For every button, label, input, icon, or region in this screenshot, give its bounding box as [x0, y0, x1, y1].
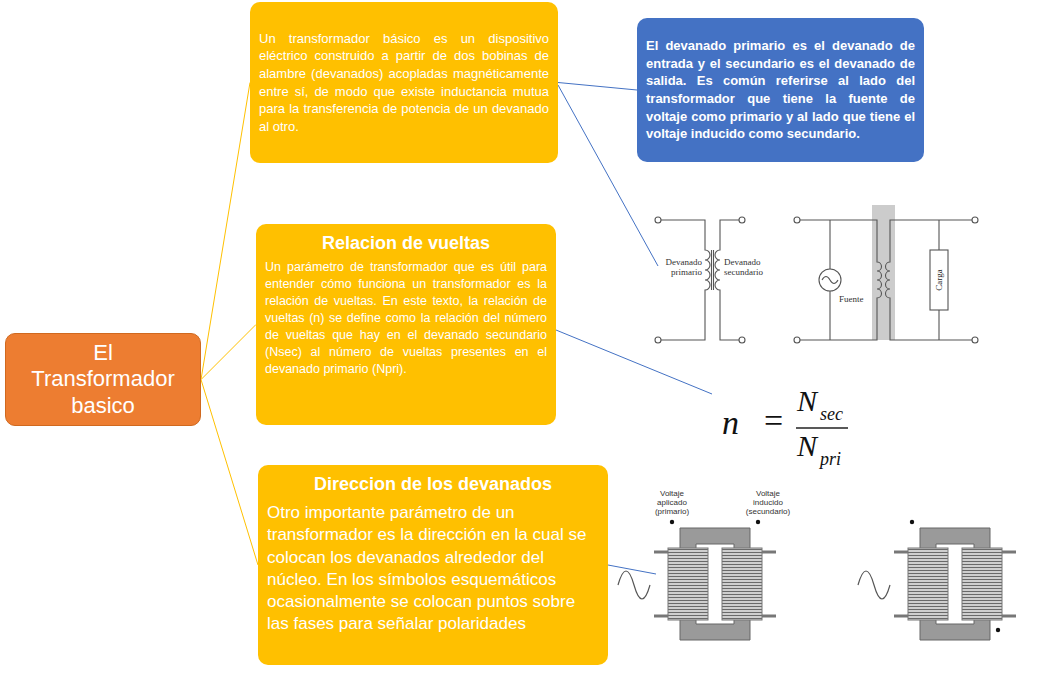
formula-subscript: sec — [820, 405, 843, 423]
root-title: El Transformador basico — [28, 340, 178, 419]
definition-box: Un transformador básico es un dispositiv… — [250, 2, 558, 163]
load-label: Carga — [935, 269, 944, 290]
core-band — [872, 205, 895, 340]
formula-term: N — [797, 431, 817, 461]
core-figure — [858, 528, 1016, 640]
load-symbol — [930, 250, 948, 310]
body-text: Otro importante parámetro de un transfor… — [267, 502, 599, 635]
transformer-circuit — [794, 205, 978, 343]
formula-term: N — [797, 386, 817, 416]
box-heading: Relacion de vueltas — [265, 232, 547, 255]
body-text: El devanado primario es el devanado de e… — [646, 37, 915, 142]
connector-line — [201, 380, 258, 565]
transformer-symbol — [655, 217, 745, 343]
winding-label: Devanado secundario — [724, 257, 770, 278]
note-box: El devanado primario es el devanado de e… — [637, 18, 924, 162]
formula-subscript: pri — [820, 450, 841, 468]
voltage-label: Voltaje inducido (secundario) — [740, 490, 796, 516]
formula-term: = — [764, 404, 783, 438]
formula-term: n — [722, 406, 739, 440]
voltage-label: Voltaje aplicado (primario) — [648, 490, 696, 516]
connector-line — [201, 83, 250, 380]
body-text: Un transformador básico es un dispositiv… — [259, 30, 549, 135]
core-figure — [618, 528, 776, 640]
polarity-dots — [670, 520, 1000, 632]
root-topic-box: El Transformador basico — [5, 333, 201, 426]
body-text: Un parámetro de transformador que es úti… — [265, 259, 547, 377]
winding-label: Devanado primario — [660, 257, 702, 278]
connector-line — [201, 325, 256, 380]
source-label: Fuente — [839, 295, 864, 304]
topic-box: Direccion de los devanadosOtro important… — [258, 465, 608, 665]
box-heading: Direccion de los devanados — [267, 473, 599, 496]
fraction-bar — [796, 427, 848, 429]
connector-line — [558, 83, 637, 91]
topic-box: Relacion de vueltas Un parámetro de trans… — [256, 224, 556, 425]
source-symbol — [819, 269, 841, 291]
